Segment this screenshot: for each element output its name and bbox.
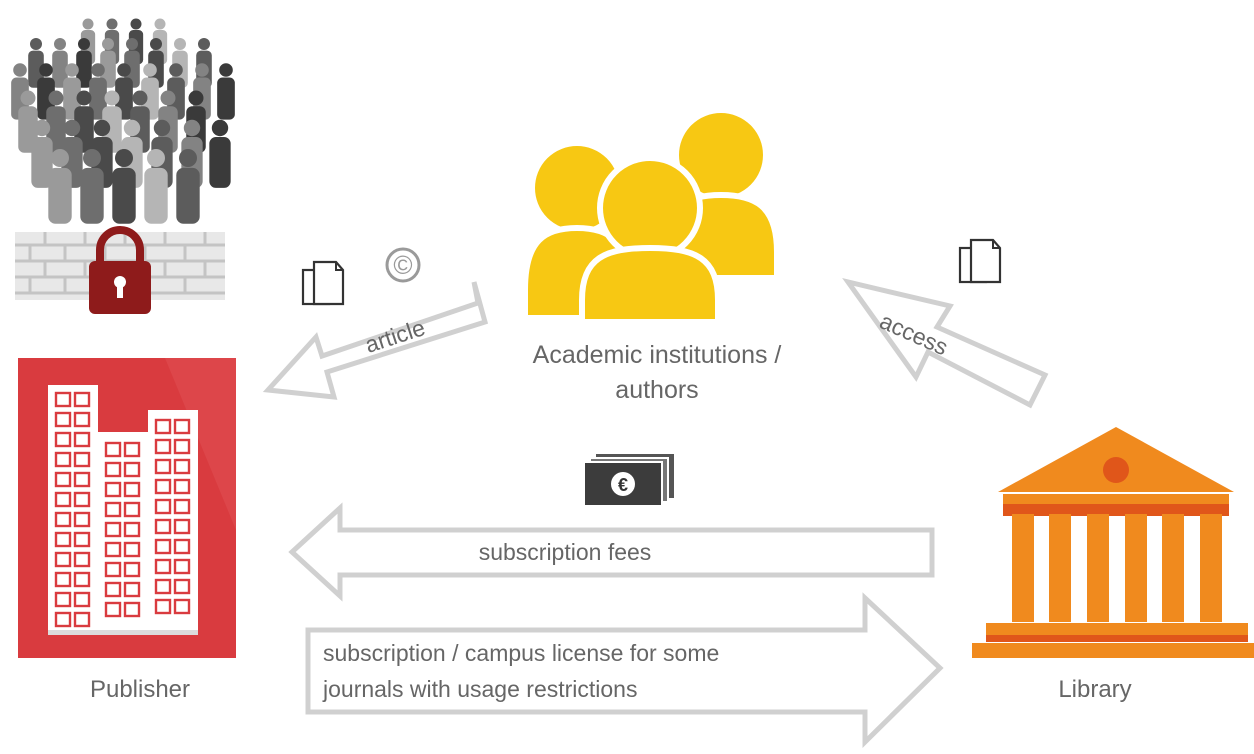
person-silhouette: [112, 149, 136, 224]
building-window: [173, 418, 191, 435]
building-window: [154, 498, 172, 515]
building-window: [104, 441, 122, 458]
building-window: [173, 538, 191, 555]
building-window: [54, 391, 72, 408]
crowd-icon: [11, 18, 235, 224]
building-window: [123, 601, 141, 618]
building-window: [54, 611, 72, 628]
person-silhouette: [80, 149, 104, 224]
copyright-icon: ©: [385, 247, 421, 283]
building-window: [123, 561, 141, 578]
building-window: [154, 438, 172, 455]
building-window: [104, 521, 122, 538]
subscription-fees-label: subscription fees: [479, 539, 652, 565]
person-silhouette: [76, 38, 92, 88]
building-window: [54, 551, 72, 568]
person-silhouette: [209, 119, 231, 188]
building-window: [154, 538, 172, 555]
building-window: [154, 558, 172, 575]
building-window: [73, 431, 91, 448]
building-window: [104, 461, 122, 478]
building-window: [73, 511, 91, 528]
building-window: [73, 531, 91, 548]
access-arrow-label-group: access: [876, 308, 952, 361]
building-window: [154, 478, 172, 495]
access-arrow-label: access: [876, 308, 952, 361]
building-window: [104, 501, 122, 518]
building-window: [154, 518, 172, 535]
building-window: [73, 611, 91, 628]
building-window: [54, 511, 72, 528]
document-icon-left: [301, 260, 345, 306]
building-window: [104, 601, 122, 618]
person-silhouette: [144, 149, 168, 224]
building-window: [123, 541, 141, 558]
building-window: [154, 578, 172, 595]
building-window: [54, 471, 72, 488]
building-window: [123, 581, 141, 598]
people-group-icon: [522, 107, 780, 325]
library-building-icon: [972, 427, 1254, 658]
building-window: [123, 501, 141, 518]
building-window: [173, 518, 191, 535]
building-window: [54, 531, 72, 548]
publisher-label: Publisher: [90, 676, 190, 703]
building-window: [104, 481, 122, 498]
building-window: [54, 591, 72, 608]
library-label: Library: [1058, 676, 1131, 703]
access-arrow: [842, 278, 1049, 409]
person-silhouette: [48, 149, 72, 224]
license-arrow: [305, 592, 944, 748]
institutions-label-line1: Academic institutions /: [533, 341, 782, 369]
building-window: [73, 571, 91, 588]
person-silhouette: [217, 63, 235, 120]
building-window: [104, 541, 122, 558]
building-window: [173, 558, 191, 575]
subscription-fees-arrow: [288, 502, 935, 602]
building-window: [123, 441, 141, 458]
building-window: [173, 438, 191, 455]
building-window: [54, 451, 72, 468]
institutions-label-line2: authors: [615, 376, 698, 404]
building-window: [123, 521, 141, 538]
building-window: [54, 431, 72, 448]
building-window: [154, 418, 172, 435]
building-window: [173, 458, 191, 475]
building-window: [73, 451, 91, 468]
building-window: [54, 411, 72, 428]
building-window: [123, 461, 141, 478]
building-window: [104, 561, 122, 578]
document-icon-right: [958, 238, 1002, 284]
building-window: [73, 391, 91, 408]
building-window: [123, 481, 141, 498]
building-window: [173, 498, 191, 515]
building-window: [73, 491, 91, 508]
building-window: [54, 571, 72, 588]
building-window: [73, 551, 91, 568]
building-window: [54, 491, 72, 508]
euro-symbol: €: [618, 475, 628, 495]
person-silhouette: [52, 38, 68, 88]
building-window: [104, 581, 122, 598]
person-silhouette: [176, 149, 200, 224]
building-window: [173, 478, 191, 495]
building-window: [154, 598, 172, 615]
article-arrow: [262, 281, 489, 400]
license-label-line2: journals with usage restrictions: [322, 676, 637, 702]
copyright-symbol: ©: [393, 250, 412, 280]
building-window: [173, 578, 191, 595]
person-silhouette: [31, 119, 53, 188]
person-silhouette: [89, 63, 107, 120]
building-window: [73, 591, 91, 608]
padlock-icon: [89, 226, 151, 314]
building-window: [173, 598, 191, 615]
money-icon: €: [583, 454, 674, 507]
building-window: [154, 458, 172, 475]
building-window: [73, 471, 91, 488]
building-window: [73, 411, 91, 428]
publisher-building-icon: [18, 358, 236, 658]
license-label-line1: subscription / campus license for some: [323, 640, 719, 666]
